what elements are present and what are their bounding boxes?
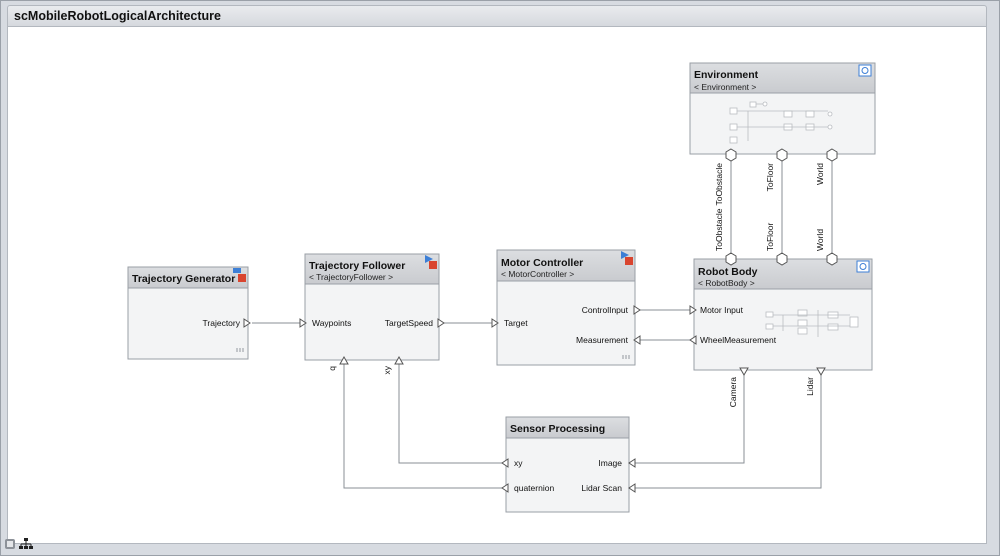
model-browser-icon[interactable] bbox=[3, 537, 17, 551]
reference-model-icon bbox=[858, 64, 872, 77]
resize-grip-icon bbox=[236, 348, 244, 352]
connector-quaternion[interactable] bbox=[343, 364, 502, 489]
port-world: World bbox=[815, 229, 825, 251]
model-title: scMobileRobotLogicalArchitecture bbox=[14, 9, 221, 23]
port-arrow-icon[interactable] bbox=[628, 483, 636, 493]
port-arrow-icon[interactable] bbox=[243, 318, 251, 328]
port-hex-icon[interactable] bbox=[826, 252, 838, 266]
reference-model-icon bbox=[856, 260, 870, 273]
block-title: Motor Controller bbox=[501, 257, 583, 269]
resize-grip-icon bbox=[622, 355, 630, 359]
connector-xy[interactable] bbox=[398, 364, 502, 464]
port-xy: xy bbox=[514, 458, 523, 468]
port-waypoints: Waypoints bbox=[312, 318, 351, 328]
block-environment[interactable]: Environment < Environment > bbox=[689, 62, 876, 206]
port-xy: xy bbox=[382, 365, 392, 374]
port-targetspeed: TargetSpeed bbox=[385, 318, 433, 328]
port-wheelmeasurement: WheelMeasurement bbox=[700, 335, 777, 345]
connector-lidar-lidarscan[interactable] bbox=[635, 374, 822, 489]
port-trajectory: Trajectory bbox=[203, 318, 241, 328]
port-q: q bbox=[327, 366, 337, 371]
block-stereotype: < Environment > bbox=[694, 82, 756, 92]
block-title: Trajectory Generator bbox=[132, 273, 235, 285]
port-camera: Camera bbox=[728, 377, 738, 408]
block-title: Sensor Processing bbox=[510, 423, 605, 435]
block-stereotype: < MotorController > bbox=[501, 269, 574, 279]
port-arrow-icon[interactable] bbox=[339, 355, 349, 365]
port-arrow-icon[interactable] bbox=[501, 458, 509, 468]
block-robot-body[interactable]: Robot Body < RobotBody > ToObstac bbox=[689, 208, 873, 408]
port-hex-icon[interactable] bbox=[725, 252, 737, 266]
port-controlinput: ControlInput bbox=[582, 305, 629, 315]
block-trajectory-generator[interactable]: Trajectory Generator Trajectory bbox=[127, 266, 251, 360]
port-lidar: Lidar bbox=[805, 377, 815, 396]
simulink-behavior-icon bbox=[233, 268, 246, 282]
port-toobstacle: ToObstacle bbox=[714, 163, 724, 206]
port-arrow-icon[interactable] bbox=[628, 458, 636, 468]
status-bar bbox=[1, 535, 999, 555]
title-bar: scMobileRobotLogicalArchitecture bbox=[7, 5, 987, 26]
block-motor-controller[interactable]: Motor Controller < MotorController > Tar… bbox=[491, 249, 641, 366]
port-hex-icon[interactable] bbox=[826, 148, 838, 162]
port-hex-icon[interactable] bbox=[776, 252, 788, 266]
hierarchy-icon[interactable] bbox=[19, 537, 33, 551]
block-title: Environment bbox=[694, 69, 759, 81]
port-hex-icon[interactable] bbox=[776, 148, 788, 162]
port-arrow-icon[interactable] bbox=[739, 367, 749, 377]
port-quaternion: quaternion bbox=[514, 483, 554, 493]
block-title: Robot Body bbox=[698, 266, 758, 278]
port-arrow-icon[interactable] bbox=[816, 367, 826, 377]
port-toobstacle: ToObstacle bbox=[714, 208, 724, 251]
model-preview-icon bbox=[765, 309, 859, 337]
port-hex-icon[interactable] bbox=[725, 148, 737, 162]
port-world: World bbox=[815, 163, 825, 185]
port-arrow-icon[interactable] bbox=[501, 483, 509, 493]
port-tofloor: ToFloor bbox=[765, 222, 775, 251]
diagram-canvas[interactable]: Trajectory Generator Trajectory Trajecto… bbox=[7, 26, 987, 544]
block-trajectory-follower[interactable]: Trajectory Follower < TrajectoryFollower… bbox=[299, 253, 445, 375]
port-image: Image bbox=[598, 458, 622, 468]
port-arrow-icon[interactable] bbox=[299, 318, 307, 328]
port-arrow-icon[interactable] bbox=[394, 355, 404, 365]
port-measurement: Measurement bbox=[576, 335, 629, 345]
block-sensor-processing[interactable]: Sensor Processing xy quaternion Image Li… bbox=[501, 416, 636, 513]
port-arrow-icon[interactable] bbox=[689, 335, 697, 345]
model-preview-icon bbox=[729, 101, 833, 144]
port-tofloor: ToFloor bbox=[765, 163, 775, 192]
connector-camera-image[interactable] bbox=[635, 374, 745, 464]
connectors bbox=[252, 158, 833, 489]
port-motorinput: Motor Input bbox=[700, 305, 744, 315]
port-arrow-icon[interactable] bbox=[437, 318, 445, 328]
port-target: Target bbox=[504, 318, 528, 328]
port-arrow-icon[interactable] bbox=[491, 318, 499, 328]
port-arrow-icon[interactable] bbox=[633, 305, 641, 315]
block-stereotype: < RobotBody > bbox=[698, 278, 755, 288]
port-arrow-icon[interactable] bbox=[633, 335, 641, 345]
port-arrow-icon[interactable] bbox=[689, 305, 697, 315]
block-stereotype: < TrajectoryFollower > bbox=[309, 272, 393, 282]
block-title: Trajectory Follower bbox=[309, 260, 405, 272]
port-lidarscan: Lidar Scan bbox=[581, 483, 622, 493]
simulink-behavior-icon bbox=[621, 251, 633, 265]
simulink-behavior-icon bbox=[425, 255, 437, 269]
